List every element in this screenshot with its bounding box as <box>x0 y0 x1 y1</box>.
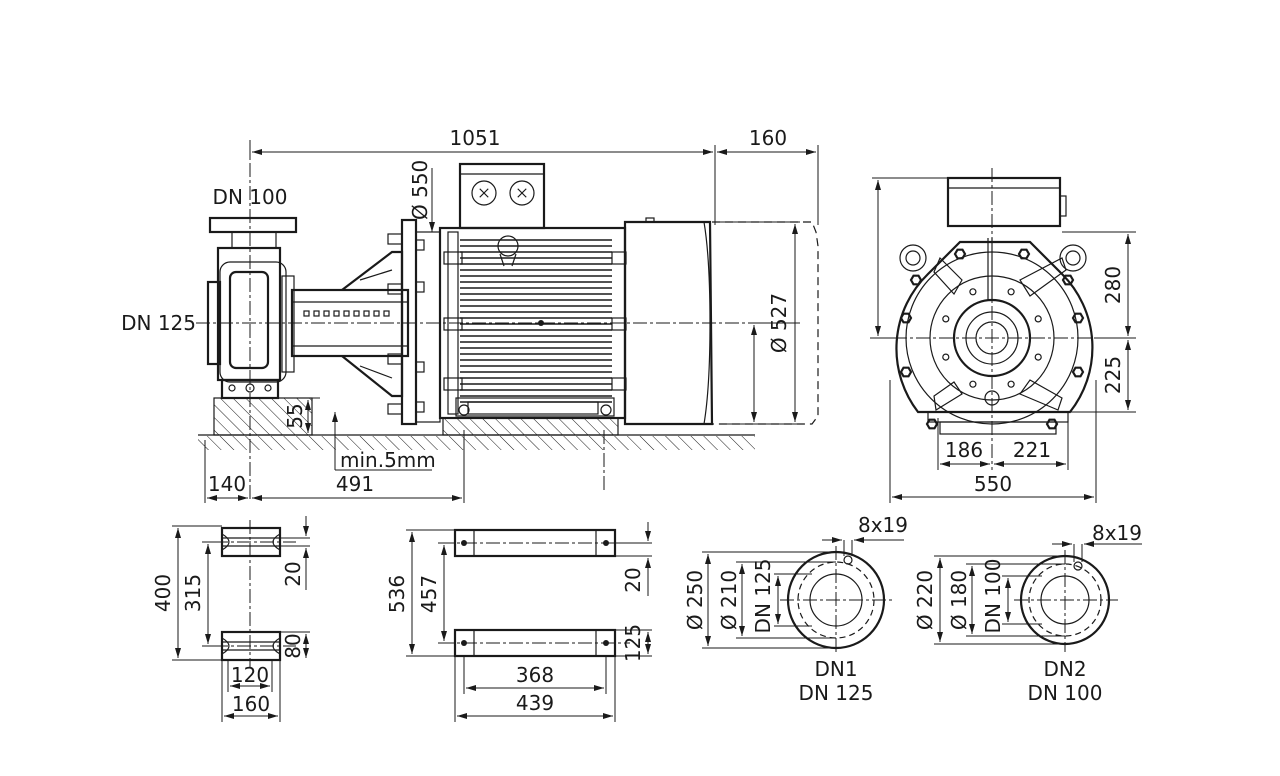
flange-dn2: Ø 220 Ø 180 DN 100 8x19 DN2 DN 100 <box>913 521 1142 705</box>
motor-baseplate <box>442 417 619 436</box>
dim-label-491: 491 <box>336 472 374 496</box>
dim-end-widths: 186 221 550 <box>889 380 1097 503</box>
dim-foot-height: 55 <box>283 397 320 433</box>
flange-label-dn1: DN1 <box>814 657 857 681</box>
lifting-eye-icon <box>497 235 519 257</box>
dim-label-8x19-dn2: 8x19 <box>1092 521 1142 545</box>
dim-min-gap: min.5mm <box>332 412 436 472</box>
dim-label-160-foot: 160 <box>232 692 270 716</box>
dim-label-536: 536 <box>385 575 409 613</box>
flange-dn1: Ø 250 Ø 210 DN 125 8x19 DN1 DN 125 <box>683 513 908 705</box>
motor-terminal-box <box>458 162 546 267</box>
end-base <box>927 411 1069 423</box>
dim-label-550-flange: Ø 550 <box>408 160 432 220</box>
dim-label-550-width: 550 <box>974 472 1012 496</box>
end-view: 280 225 186 221 550 <box>870 168 1136 503</box>
flange-size-dn125: DN 125 <box>799 681 874 705</box>
dim-label-457: 457 <box>417 575 441 613</box>
dim-label-315: 315 <box>181 574 205 612</box>
dim-label-120: 120 <box>231 663 269 687</box>
dim-label-8x19-dn1: 8x19 <box>858 513 908 537</box>
motor-body <box>438 226 627 420</box>
dim-label-125-foot: 125 <box>621 624 645 662</box>
dim-base-offsets: 140 491 <box>204 430 465 503</box>
motor-foot-plan: 536 457 20 125 368 439 <box>385 522 652 722</box>
dim-label-186: 186 <box>945 438 983 462</box>
dim-label-20-pump: 20 <box>281 561 305 586</box>
dim-label-220: Ø 220 <box>913 570 937 630</box>
cable-gland-icon <box>509 180 535 206</box>
lantern-bracket <box>341 250 404 398</box>
dim-label-368: 368 <box>516 663 554 687</box>
flange-size-dn100: DN 100 <box>1028 681 1103 705</box>
dim-label-20-motor: 20 <box>621 567 645 592</box>
dim-label-min5mm: min.5mm <box>340 448 436 472</box>
dim-label-140: 140 <box>208 472 246 496</box>
dim-label-1051: 1051 <box>450 126 501 150</box>
dim-label-527: Ø 527 <box>767 293 791 353</box>
dim-label-dn125-bore: DN 125 <box>751 559 775 634</box>
dim-label-250: Ø 250 <box>683 570 707 630</box>
dim-label-400: 400 <box>151 574 175 612</box>
dim-label-160-top: 160 <box>749 126 787 150</box>
pump-foot-plan: 400 315 20 80 120 160 <box>151 516 310 722</box>
dim-end-left-height <box>872 177 948 339</box>
end-terminal-box <box>946 176 1062 228</box>
end-flange-outline <box>895 240 1094 414</box>
dim-label-80: 80 <box>281 633 305 658</box>
flange-label-dn2: DN2 <box>1043 657 1086 681</box>
pump-foundation <box>213 397 313 436</box>
ground-line <box>198 434 755 450</box>
lifting-lug-icon <box>899 244 1087 272</box>
dim-label-dn100-bore: DN 100 <box>981 559 1005 634</box>
dim-end-heights: 280 225 <box>1056 231 1136 413</box>
dim-label-180: Ø 180 <box>947 570 971 630</box>
dim-label-225: 225 <box>1101 356 1125 394</box>
label-dn100-discharge: DN 100 <box>213 185 288 209</box>
label-dn125-suction: DN 125 <box>121 311 196 335</box>
cable-gland-icon <box>471 180 497 206</box>
dim-label-55: 55 <box>283 403 307 428</box>
dim-label-439: 439 <box>516 691 554 715</box>
dim-overall-length: 1051 160 <box>249 126 819 225</box>
dim-label-210: Ø 210 <box>717 570 741 630</box>
dim-flange-diameter: Ø 550 <box>408 160 435 232</box>
dim-motor-diameter: Ø 527 <box>716 221 800 425</box>
end-flange-bolts <box>899 248 1085 430</box>
motor-mounting-flange <box>387 218 441 426</box>
pump-housing <box>206 216 298 400</box>
dim-label-280: 280 <box>1101 266 1125 304</box>
dim-label-221: 221 <box>1013 438 1051 462</box>
side-view: 1051 160 Ø 550 DN 100 DN 125 Ø 527 55 <box>121 126 819 503</box>
